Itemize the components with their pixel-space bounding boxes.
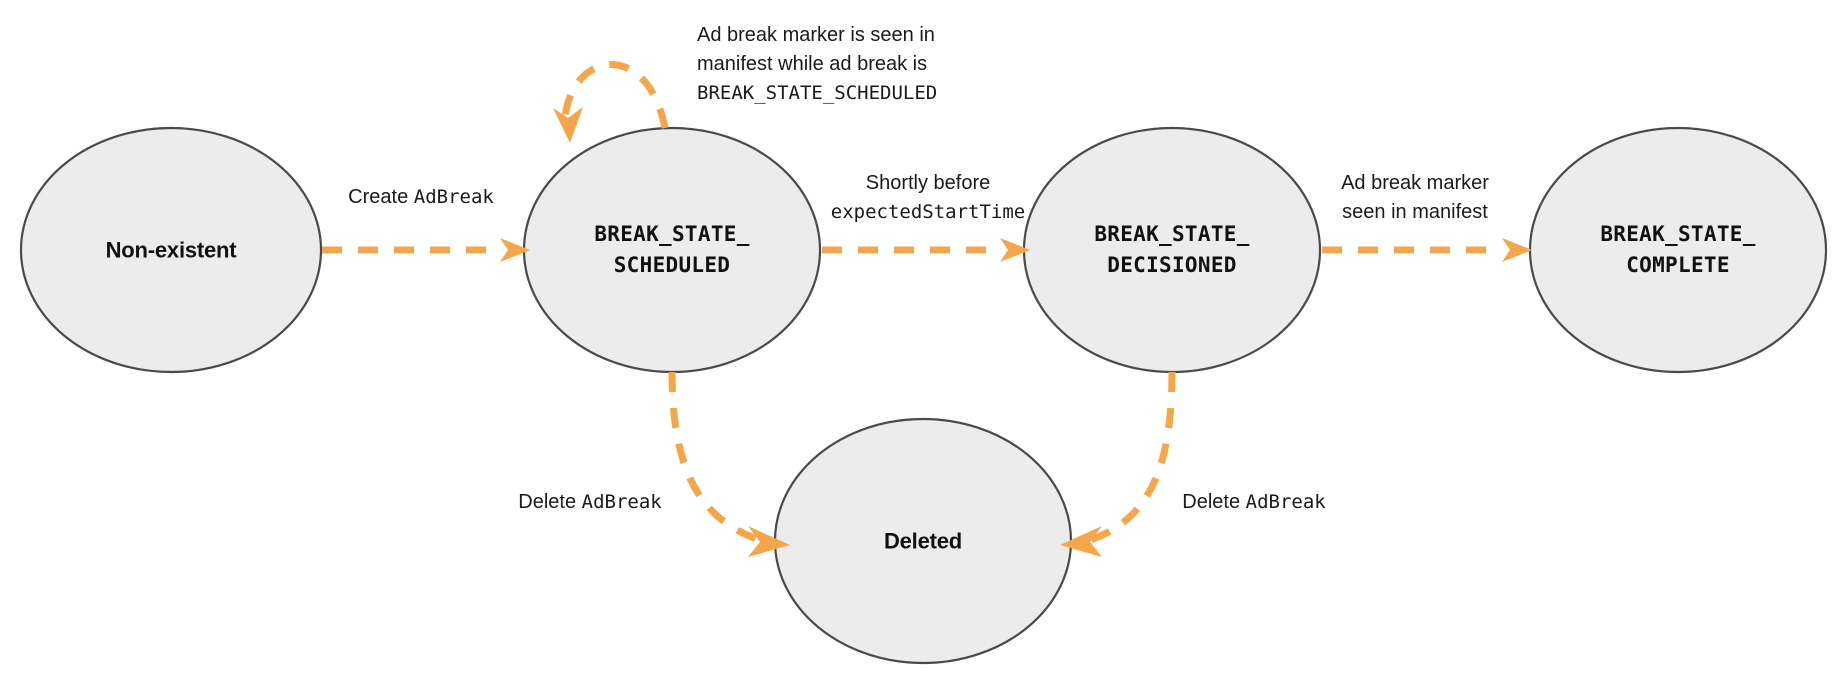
edge-scheduled-to-decisioned	[822, 238, 1030, 262]
edge-label-delete-adbreak-right-mono: AdBreak	[1245, 491, 1326, 513]
edge-scheduled-to-decisioned-arrowhead	[1000, 238, 1030, 262]
node-deleted[interactable]	[773, 417, 1073, 665]
edge-label-scheduled-self-loop: Ad break marker is seen in manifest while…	[697, 21, 937, 108]
edge-label-shortly-before: Shortly before	[865, 172, 991, 194]
edge-scheduled-to-deleted-arrowhead	[748, 526, 790, 557]
node-break-state-scheduled[interactable]	[522, 126, 822, 374]
edge-decisioned-to-deleted-arrowhead	[1060, 526, 1102, 557]
edge-scheduled-self-loop-arrowhead	[553, 107, 583, 143]
edge-create-adbreak-arrowhead	[500, 238, 530, 262]
edge-scheduled-to-deleted	[668, 371, 790, 557]
edge-scheduled-self-loop	[553, 61, 669, 143]
edge-create-adbreak	[322, 238, 530, 262]
node-break-state-complete[interactable]	[1528, 126, 1828, 374]
edge-label-delete-adbreak-left-mono: AdBreak	[581, 491, 662, 513]
node-non-existent[interactable]	[19, 126, 323, 374]
edge-label-self-loop-line1: Ad break marker is seen in	[697, 24, 935, 46]
node-break-state-decisioned[interactable]	[1022, 126, 1322, 374]
edge-label-scheduled-to-decisioned: Shortly before expectedStartTime	[831, 169, 1025, 227]
edge-decisioned-to-deleted	[1060, 371, 1176, 557]
edge-label-ad-break-marker-line2: seen in manifest	[1342, 201, 1488, 223]
edge-label-self-loop-line2: manifest while ad break is	[697, 53, 928, 75]
edge-decisioned-to-complete	[1322, 238, 1532, 262]
edge-label-create-adbreak-prefix: Create	[348, 186, 414, 208]
edge-label-decisioned-to-complete: Ad break marker seen in manifest	[1341, 169, 1489, 227]
edge-label-create-adbreak-mono: AdBreak	[413, 186, 494, 208]
edge-label-ad-break-marker-line1: Ad break marker	[1341, 172, 1489, 194]
edge-label-decisioned-to-deleted: Delete AdBreak	[1182, 488, 1325, 517]
edge-label-delete-adbreak-left-prefix: Delete	[518, 491, 582, 513]
edge-label-delete-adbreak-right-prefix: Delete	[1182, 491, 1246, 513]
edge-decisioned-to-complete-arrowhead	[1502, 238, 1532, 262]
edge-scheduled-to-deleted-line	[668, 371, 762, 544]
edge-scheduled-self-loop-line	[561, 61, 669, 129]
edge-decisioned-to-deleted-line	[1088, 371, 1176, 544]
edge-label-expected-start-time: expectedStartTime	[830, 201, 1026, 223]
edge-label-self-loop-line3: BREAK_STATE_SCHEDULED	[697, 82, 938, 104]
edge-label-create-adbreak: Create AdBreak	[348, 183, 494, 212]
edge-label-scheduled-to-deleted: Delete AdBreak	[518, 488, 661, 517]
